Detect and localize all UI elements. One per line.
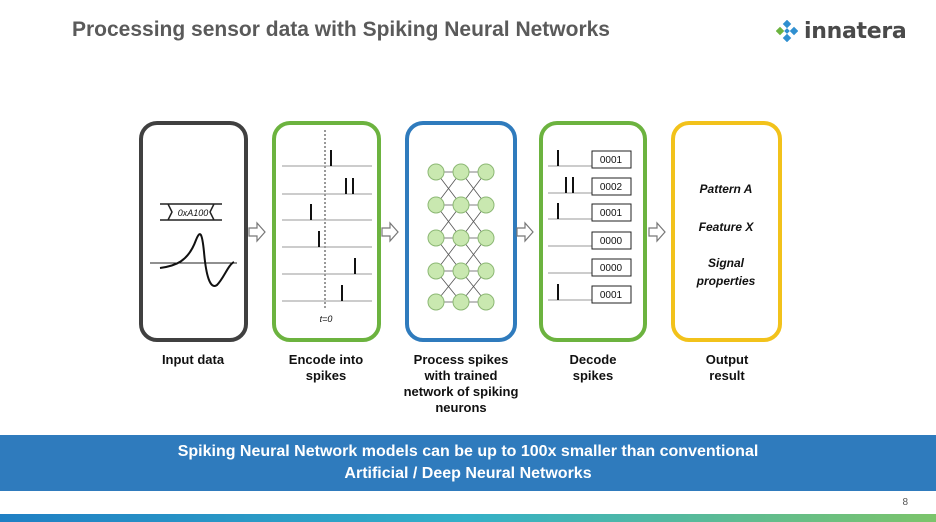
flow-arrow-3 [516, 221, 534, 243]
code-value: 0001 [600, 155, 623, 166]
stage-label-output: Output result [705, 352, 749, 383]
page-number: 8 [902, 497, 908, 508]
stage-label-process: Process spikes with trained network of s… [403, 352, 519, 415]
flow-arrow-4 [648, 221, 666, 243]
stage-label-encode: Encode into spikes [288, 352, 364, 383]
flow-arrow-2 [381, 221, 399, 243]
signal-waveform [159, 233, 235, 287]
page-title: Processing sensor data with Spiking Neur… [72, 18, 610, 41]
stage-output: Pattern A Feature X Signal properties [671, 121, 782, 342]
footer-gradient-bar [0, 514, 936, 522]
code-value: 0001 [600, 290, 623, 301]
stage-label-input: Input data [161, 352, 225, 367]
pipeline-diagram: 0xA100 t=0 [139, 121, 782, 342]
output-item-signal: Signal [708, 256, 745, 270]
logo: innatera [776, 18, 907, 44]
time-zero-label: t=0 [320, 314, 333, 324]
stage-box-encode [272, 121, 381, 342]
output-item: Pattern A [700, 182, 753, 196]
output-item-properties: properties [696, 274, 756, 288]
decode-lines [548, 165, 592, 301]
stage-input: 0xA100 [139, 121, 248, 342]
hex-data-frame [160, 203, 222, 221]
hex-value-label: 0xA100 [178, 208, 209, 218]
code-value: 0002 [600, 182, 623, 193]
code-value: 0000 [600, 263, 623, 274]
banner-line-1: Spiking Neural Network models can be up … [177, 443, 759, 460]
stage-box-input [139, 121, 248, 342]
output-item: Feature X [699, 220, 755, 234]
neuron-nodes [427, 163, 495, 311]
stage-box-output [671, 121, 782, 342]
code-boxes [591, 150, 632, 304]
encoded-spikes [310, 150, 356, 301]
code-value: 0001 [600, 208, 623, 219]
stage-process [405, 121, 517, 342]
code-value: 0000 [600, 236, 623, 247]
flow-arrow-1 [248, 221, 266, 243]
logo-text: innatera [804, 18, 907, 44]
stage-label-decode: Decode spikes [569, 352, 617, 383]
stage-encode: t=0 [272, 121, 381, 342]
diamond-cluster-icon [776, 20, 798, 42]
banner-line-2: Artificial / Deep Neural Networks [344, 465, 592, 482]
summary-banner: Spiking Neural Network models can be up … [0, 435, 936, 491]
code-values: 0001 0002 0001 0000 0000 0001 [600, 155, 623, 301]
decode-spikes [557, 150, 574, 300]
stage-decode: 0001 0002 0001 0000 0000 0001 [539, 121, 647, 342]
spike-trains [282, 165, 372, 302]
